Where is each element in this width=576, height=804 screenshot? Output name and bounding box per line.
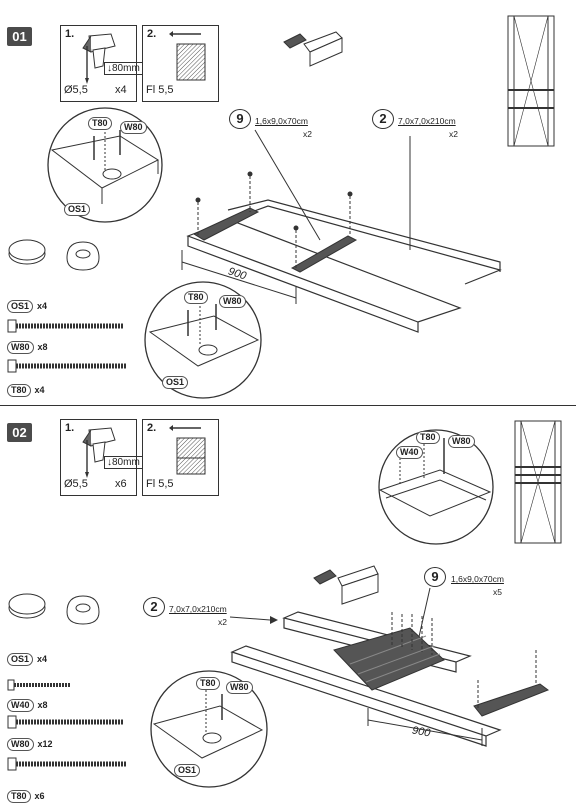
callout-w80: W80 bbox=[120, 121, 147, 134]
pilot-label: Fl 5,5 bbox=[146, 84, 174, 96]
part-9-dimensions: 1,6x9,0x70cm bbox=[451, 574, 504, 584]
callout-os1: OS1 bbox=[64, 203, 91, 216]
part-2-marker: 2 bbox=[143, 597, 165, 617]
drill-icon bbox=[82, 427, 116, 478]
frame-overview-diagram bbox=[507, 15, 555, 147]
hardware-code: T80 bbox=[7, 384, 31, 397]
hardware-qty: x8 bbox=[37, 700, 48, 710]
callout-w80: W80 bbox=[448, 435, 475, 448]
step-2-drill-box: 1. Ø5,5 ↓80mm x6 bbox=[60, 419, 143, 496]
hardware-qty: x12 bbox=[37, 739, 53, 749]
drill-step-number: 1. bbox=[65, 28, 75, 40]
countersink-icon bbox=[169, 31, 206, 81]
frame-overview-diagram bbox=[514, 420, 562, 544]
countersink-icon bbox=[169, 425, 206, 475]
part-9-marker: 9 bbox=[424, 567, 446, 587]
step-2-pilot-box: 2. Fl 5,5 bbox=[142, 419, 219, 496]
callout-w40: W40 bbox=[396, 446, 423, 459]
hardware-code: W80 bbox=[7, 738, 34, 751]
hardware-icons-step1 bbox=[7, 239, 127, 373]
hardware-code: W40 bbox=[7, 699, 34, 712]
hardware-code: OS1 bbox=[7, 653, 34, 666]
hardware-qty: x8 bbox=[37, 342, 48, 352]
drill-step-number: 1. bbox=[65, 422, 75, 434]
hardware-qty: x4 bbox=[37, 654, 48, 664]
hardware-qty: x4 bbox=[34, 385, 45, 395]
hardware-code: OS1 bbox=[7, 300, 34, 313]
hardware-qty: x4 bbox=[37, 301, 48, 311]
drill-count: x4 bbox=[115, 84, 127, 96]
pilot-step-number: 2. bbox=[147, 422, 157, 434]
hardware-code: T80 bbox=[7, 790, 31, 803]
callout-w80-lower: W80 bbox=[219, 295, 246, 308]
drill-icon bbox=[82, 33, 116, 84]
hardware-code: W80 bbox=[7, 341, 34, 354]
step-1-badge: 01 bbox=[7, 27, 32, 46]
pilot-label: Fl 5,5 bbox=[146, 478, 174, 490]
drill-diameter: Ø5,5 bbox=[64, 478, 88, 490]
hardware-icons-step2 bbox=[7, 593, 127, 771]
step-2-badge: 02 bbox=[7, 423, 32, 442]
callout-os1-lower: OS1 bbox=[162, 376, 189, 389]
callout-os1-lower: OS1 bbox=[174, 764, 201, 777]
step-divider bbox=[0, 405, 576, 406]
part-9-dimensions: 1,6x9,0x70cm bbox=[255, 116, 308, 126]
drill-count: x6 bbox=[115, 478, 127, 490]
part-9-count: x5 bbox=[493, 587, 502, 597]
board-detail-icon bbox=[313, 565, 379, 605]
hardware-qty: x6 bbox=[34, 791, 45, 801]
step-1-drill-box: 1. Ø5,5 ↓80mm x4 bbox=[60, 25, 143, 102]
part-2-marker: 2 bbox=[372, 109, 394, 129]
step-1-pilot-box: 2. Fl 5,5 bbox=[142, 25, 219, 102]
callout-t80: T80 bbox=[88, 117, 112, 130]
callout-t80-lower: T80 bbox=[196, 677, 220, 690]
part-2-count: x2 bbox=[218, 617, 227, 627]
part-9-marker: 9 bbox=[229, 109, 251, 129]
part-2-dimensions: 7,0x7,0x210cm bbox=[398, 116, 456, 126]
part-2-count: x2 bbox=[449, 129, 458, 139]
part-9-count: x2 bbox=[303, 129, 312, 139]
callout-t80: T80 bbox=[416, 431, 440, 444]
board-detail-icon bbox=[283, 31, 343, 67]
part-2-dimensions: 7,0x7,0x210cm bbox=[169, 604, 227, 614]
callout-t80-lower: T80 bbox=[184, 291, 208, 304]
drill-diameter: Ø5,5 bbox=[64, 84, 88, 96]
step-1-assembly-drawing bbox=[47, 107, 502, 399]
pilot-step-number: 2. bbox=[147, 28, 157, 40]
callout-w80-lower: W80 bbox=[226, 681, 253, 694]
